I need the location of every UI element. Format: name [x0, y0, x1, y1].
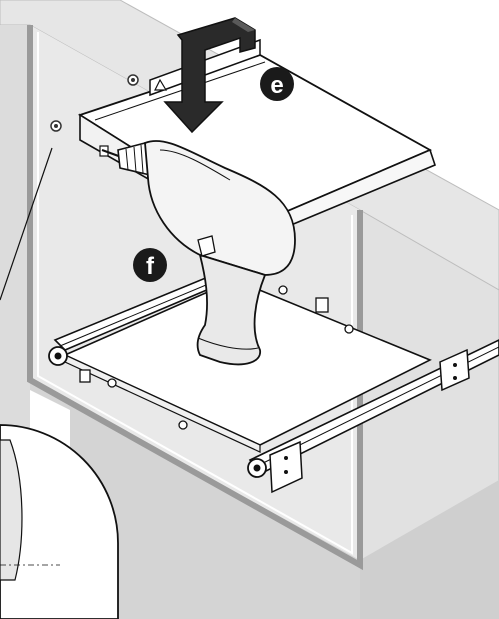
tray-hole — [344, 324, 354, 334]
rail-bracket — [439, 348, 470, 392]
magnifier-detail-icon — [0, 424, 119, 619]
step-badge-e: e — [260, 67, 294, 101]
tray-hole — [107, 378, 117, 388]
step-badge-f: f — [133, 248, 167, 282]
drill-body — [144, 140, 296, 276]
rail-clip — [315, 297, 329, 313]
rail-groove — [59, 274, 231, 347]
press-down-arrow-icon — [163, 17, 256, 134]
drill-trigger — [197, 235, 216, 257]
tray-inner-edge — [94, 61, 266, 121]
screw-hole — [54, 124, 58, 128]
rail-clip — [79, 369, 91, 383]
bracket-hole — [453, 363, 457, 367]
bracket-hole — [284, 470, 288, 474]
rail-bracket — [269, 440, 303, 494]
bracket-hole — [284, 456, 288, 460]
bracket-hole — [453, 376, 457, 380]
tray-hole — [178, 420, 188, 430]
cabinet-plinth-shadow — [360, 480, 499, 619]
drill-icon — [101, 140, 296, 366]
detail-leader-line — [0, 147, 53, 301]
rail-wheel — [253, 464, 261, 472]
step-label-e: e — [270, 72, 283, 99]
tray-hole — [278, 285, 288, 295]
rail-wheel — [54, 352, 62, 360]
drill-grip — [196, 253, 267, 366]
tray-hook — [154, 78, 168, 91]
screw-hole — [131, 78, 135, 82]
step-label-f: f — [146, 253, 155, 280]
